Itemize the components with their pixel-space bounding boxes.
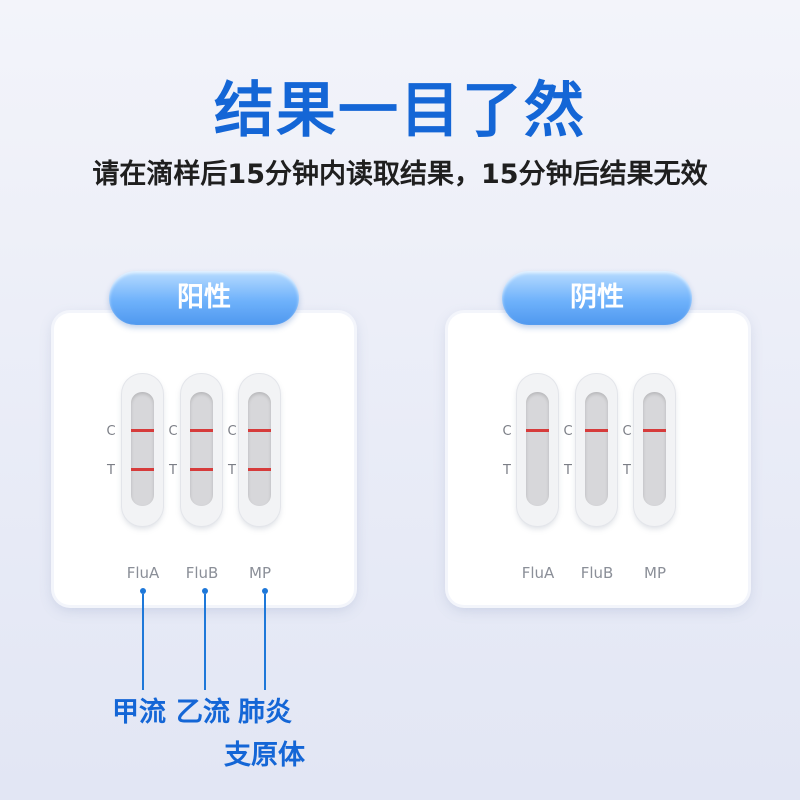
control-line [131,429,154,432]
result-window [643,392,666,506]
control-line [585,429,608,432]
test-strip-flub [181,374,222,526]
strip-label-flua: FluA [126,564,160,582]
t-marker: T [169,463,177,478]
strip-label-mp: MP [644,564,666,582]
test-strip-flub [576,374,617,526]
connector-line [142,594,144,690]
t-marker: T [623,463,631,478]
c-marker: C [227,424,237,439]
t-marker: T [564,463,572,478]
negative-badge: 阴性 [502,271,692,325]
connector-line [264,594,266,690]
test-line [248,468,271,471]
result-window [526,392,549,506]
result-window [190,392,213,506]
test-line [131,468,154,471]
t-marker: T [107,463,115,478]
strip-label-flub: FluB [580,564,614,582]
connector-dot [262,588,268,594]
connector-dot [202,588,208,594]
page-title: 结果一目了然 [214,76,586,146]
strip-label-flua: FluA [521,564,555,582]
positive-test-card: C T FluA C T FluB C T MP [54,313,354,605]
result-label-flu-b: 乙流 [176,697,230,728]
positive-badge: 阳性 [109,271,299,325]
result-window [248,392,271,506]
c-marker: C [622,424,632,439]
result-window [585,392,608,506]
control-line [190,429,213,432]
strip-label-flub: FluB [185,564,219,582]
c-marker: C [106,424,116,439]
strip-label-mp: MP [249,564,271,582]
result-label-mp-line2: 支原体 [224,740,305,771]
c-marker: C [168,424,178,439]
c-marker: C [502,424,512,439]
page-subtitle: 请在滴样后15分钟内读取结果，15分钟后结果无效 [92,159,708,190]
test-line [190,468,213,471]
negative-test-card: C T FluA C T FluB C T MP [448,313,748,605]
c-marker: C [563,424,573,439]
control-line [248,429,271,432]
control-line [526,429,549,432]
t-marker: T [503,463,511,478]
test-strip-mp [634,374,675,526]
test-strip-mp [239,374,280,526]
connector-dot [140,588,146,594]
t-marker: T [228,463,236,478]
control-line [643,429,666,432]
test-strip-flua [517,374,558,526]
result-window [131,392,154,506]
test-strip-flua [122,374,163,526]
connector-line [204,594,206,690]
result-label-mp-line1: 肺炎 [238,697,292,728]
result-label-flu-a: 甲流 [112,697,166,728]
